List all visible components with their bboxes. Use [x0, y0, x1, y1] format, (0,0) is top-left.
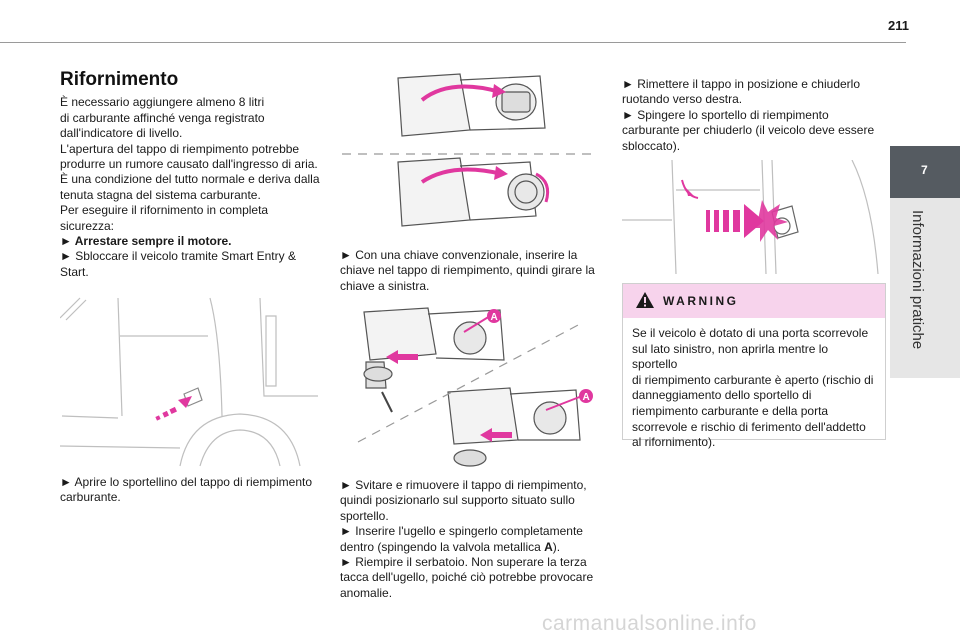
warning-line: scorrevole e rischio di ferimento dell'a…: [632, 419, 866, 434]
intro-line: tenuta stagna del sistema carburante.: [60, 187, 261, 202]
intro-line: È una condizione del tutto normale e der…: [60, 172, 320, 187]
warning-line: riempimento carburante e della porta: [632, 403, 829, 418]
step-fill: tacca dell'ugello, poiché ciò potrebbe p…: [340, 570, 594, 585]
warning-line: al rifornimento).: [632, 435, 716, 450]
figure-close-flap: [622, 160, 886, 274]
intro-line: produrre un rumore causato dall'ingresso…: [60, 157, 318, 172]
close-flap-illustration: [622, 160, 879, 274]
step-unscrew: quindi posizionarlo sul supporto situato…: [340, 493, 575, 508]
fuel-cap-key-illustration: [342, 73, 596, 227]
column-left: Rifornimento È necessario aggiungere alm…: [60, 69, 322, 280]
warning-line: sul lato sinistro, non aprirla mentre lo…: [632, 341, 829, 372]
warning-box: WARNING Se il veicolo è dotato di una po…: [622, 283, 886, 449]
step-open-flap: carburante.: [60, 490, 121, 505]
callout-a-top: A: [491, 312, 498, 323]
step-close: ► Spingere lo sportello di riempimento: [622, 107, 829, 122]
cap-removal-illustration: A A: [357, 307, 593, 467]
step-insert-end: ).: [552, 539, 561, 554]
figure-cap-removal: A A: [340, 302, 602, 472]
figure-van-fuel-flap: [60, 296, 320, 468]
step-key: chiave nel tappo di riempimento, quindi …: [340, 263, 595, 278]
figure-key-turning: [340, 70, 602, 238]
caption-cap-steps: ► Svitare e rimuovere il tappo di riempi…: [340, 478, 602, 601]
warning-line: danneggiamento dello sportello di: [632, 388, 812, 403]
step-close: sbloccato).: [622, 138, 681, 153]
header-divider: [0, 42, 906, 43]
valve-letter: A: [544, 539, 553, 554]
step-insert: ► Inserire l'ugello e spingerlo completa…: [340, 524, 583, 539]
van-illustration: [60, 297, 318, 467]
caption-key: ► Con una chiave convenzionale, inserire…: [340, 248, 602, 294]
step-replace: ruotando verso destra.: [622, 92, 743, 107]
column-right: ► Rimettere il tappo in posizione e chiu…: [622, 77, 888, 154]
step-insert-text: dentro (spingendo la valvola metallica: [340, 539, 545, 554]
step-unlock: Start.: [60, 264, 89, 279]
intro-line: L'apertura del tappo di riempimento potr…: [60, 141, 300, 156]
warning-header: WARNING: [623, 284, 885, 318]
step-replace: ► Rimettere il tappo in posizione e chiu…: [622, 77, 861, 91]
step-key: chiave a sinistra.: [340, 278, 430, 293]
chapter-label: Informazioni pratiche: [909, 210, 926, 350]
caption-open-flap: ► Aprire lo sportellino del tappo di rie…: [60, 475, 322, 506]
chapter-number: 7: [921, 163, 928, 177]
intro-line: È necessario aggiungere almeno 8 litri: [60, 95, 265, 110]
step-unscrew: sportello.: [340, 508, 389, 523]
intro-line: di carburante affinché venga registrato: [60, 110, 265, 125]
chapter-tab[interactable]: 7: [890, 146, 960, 198]
step-close: carburante per chiuderlo (il veicolo dev…: [622, 123, 875, 138]
step-fill: ► Riempire il serbatoio. Non superare la…: [340, 555, 587, 570]
intro-line: dall'indicatore di livello.: [60, 126, 183, 141]
warning-body: Se il veicolo è dotato di una porta scor…: [623, 318, 885, 451]
warning-triangle-icon: [635, 291, 655, 314]
step-unscrew: ► Svitare e rimuovere il tappo di riempi…: [340, 478, 587, 492]
section-title: Rifornimento: [60, 69, 179, 90]
intro-line: sicurezza:: [60, 218, 115, 233]
step-key: ► Con una chiave convenzionale, inserire…: [340, 248, 578, 262]
callout-a-bottom: A: [583, 392, 590, 403]
chapter-tab-strip: [890, 198, 960, 378]
intro-line: Per eseguire il rifornimento in completa: [60, 203, 269, 218]
page-number: 211: [888, 18, 909, 33]
warning-line: Se il veicolo è dotato di una porta scor…: [632, 326, 869, 340]
step-fill: anomalie.: [340, 585, 393, 600]
step-stop-engine: ► Arrestare sempre il motore.: [60, 234, 232, 249]
warning-line: di riempimento carburante è aperto (risc…: [632, 372, 874, 387]
warning-title: WARNING: [663, 294, 739, 308]
step-unlock: ► Sbloccare il veicolo tramite Smart Ent…: [60, 249, 296, 264]
watermark: carmanualsonline.info: [542, 612, 757, 635]
step-insert-cont: dentro (spingendo la valvola metallica A…: [340, 540, 602, 555]
step-open-flap: ► Aprire lo sportellino del tappo di rie…: [60, 475, 313, 489]
